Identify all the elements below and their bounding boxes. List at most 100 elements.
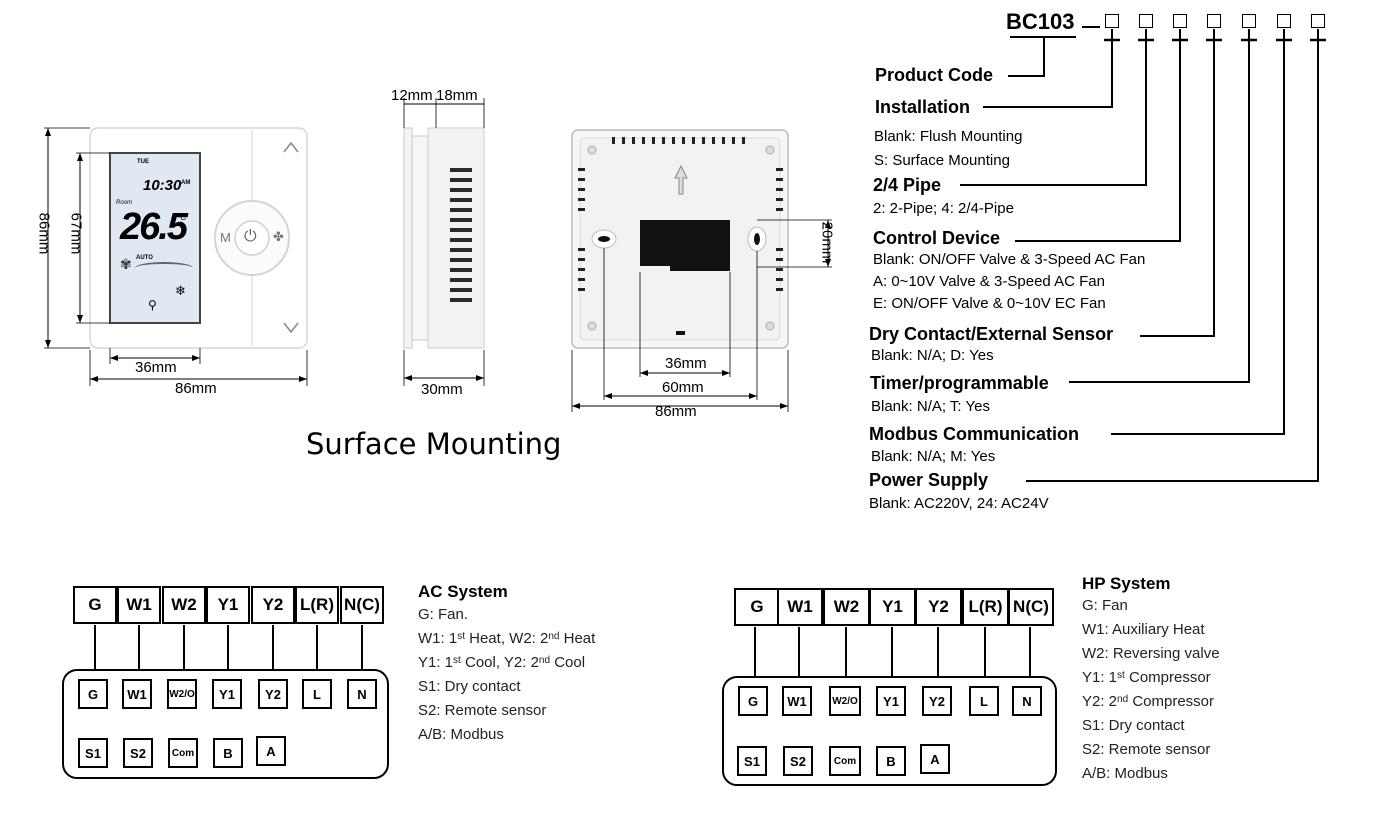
ac-terminal-w2o: W2/O (167, 679, 197, 709)
hp-terminal-a: A (920, 744, 950, 774)
dim-front-height: 86mm (35, 212, 53, 255)
dim-back-width: 86mm (655, 403, 697, 420)
code-box-7 (1311, 14, 1325, 28)
fan-icon: ✾ (120, 256, 132, 272)
dim-back-hole-spacing: 60mm (662, 379, 704, 396)
lcd-temperature: 26.5 (120, 206, 188, 248)
hp-top-terminal-w1: W1 (777, 588, 823, 626)
hp-legend-line: Y2: 2nd Compressor (1082, 693, 1215, 710)
ac-top-terminal-l: L(R) (295, 586, 339, 624)
dim-front-width: 86mm (175, 380, 217, 397)
lcd-unit: °C (177, 213, 186, 222)
hp-system-title: HP System (1082, 574, 1171, 593)
section-product-code: Product Code (875, 65, 994, 85)
ac-terminal-g: G (78, 679, 108, 709)
dim-side-b: 18mm (436, 87, 478, 104)
code-box-1 (1105, 14, 1119, 28)
ac-top-terminal-y2: Y2 (251, 586, 295, 624)
section-power-supply: Power Supply (869, 470, 989, 490)
hp-top-terminal-l: L(R) (962, 588, 1009, 626)
installation-line-2: S: Surface Mounting (874, 152, 1010, 169)
ac-system-title: AC System (418, 582, 508, 601)
hp-top-terminal-y2: Y2 (915, 588, 962, 626)
ac-top-terminal-w1: W1 (117, 586, 161, 624)
control-line-3: E: ON/OFF Valve & 0~10V EC Fan (873, 295, 1106, 312)
valve-icon: ⚲ (148, 298, 157, 312)
hp-terminal-y1: Y1 (876, 686, 906, 716)
ac-system-legend: G: Fan. W1: 1st Heat, W2: 2nd Heat Y1: 1… (418, 603, 595, 747)
code-box-2 (1139, 14, 1153, 28)
control-line-1: Blank: ON/OFF Valve & 3-Speed AC Fan (873, 251, 1146, 268)
ac-terminal-y1: Y1 (212, 679, 242, 709)
timer-line-1: Blank: N/A; T: Yes (871, 398, 990, 415)
lcd-room-label: Room (116, 200, 133, 206)
ac-legend-line: A/B: Modbus (418, 726, 504, 743)
hp-terminal-n: N (1012, 686, 1042, 716)
ac-terminal-s2: S2 (123, 738, 153, 768)
section-dry-contact: Dry Contact/External Sensor (869, 324, 1114, 344)
hp-terminal-com: Com (829, 746, 861, 776)
ac-terminal-a: A (256, 736, 286, 766)
dim-side-total: 30mm (421, 381, 463, 398)
hp-legend-line: G: Fan (1082, 597, 1128, 614)
lcd-mode: AUTO (136, 255, 153, 261)
hp-legend-line: W1: Auxiliary Heat (1082, 621, 1205, 638)
section-pipe: 2/4 Pipe (873, 175, 942, 195)
ac-top-terminal-g: G (73, 586, 117, 624)
lcd-day: TUE (137, 159, 149, 165)
modbus-line-1: Blank: N/A; M: Yes (871, 448, 996, 465)
hp-legend-line: S2: Remote sensor (1082, 741, 1211, 758)
caption-title: Surface Mounting (306, 427, 562, 461)
hp-terminal-w2o: W2/O (829, 686, 861, 716)
ac-top-terminal-n: N(C) (340, 586, 384, 624)
hp-terminal-w1: W1 (782, 686, 812, 716)
snowflake-icon: ❄ (175, 283, 186, 298)
section-installation: Installation (875, 97, 971, 117)
hp-legend-line: S1: Dry contact (1082, 717, 1185, 734)
dry-contact-line-1: Blank: N/A; D: Yes (871, 347, 994, 364)
hp-top-terminal-g: G (734, 588, 780, 626)
ac-legend-line: W1: 1st Heat, W2: 2nd Heat (418, 630, 596, 647)
dim-back-hole-height: 20mm (818, 221, 836, 264)
ac-legend-line: S2: Remote sensor (418, 702, 547, 719)
dim-back-inner-width: 36mm (665, 355, 707, 372)
pipe-line-1: 2: 2-Pipe; 4: 2/4-Pipe (873, 200, 1014, 217)
power-line-1: Blank: AC220V, 24: AC24V (869, 495, 1049, 512)
ac-legend-line: S1: Dry contact (418, 678, 521, 695)
mode-button[interactable]: M (220, 230, 231, 245)
ac-terminal-s1: S1 (78, 738, 108, 768)
section-timer: Timer/programmable (870, 373, 1049, 393)
code-box-5 (1242, 14, 1256, 28)
hp-terminal-b: B (876, 746, 906, 776)
power-icon[interactable]: ⏻ (244, 228, 257, 245)
dim-side-a: 12mm (391, 87, 433, 104)
code-box-4 (1207, 14, 1221, 28)
section-modbus: Modbus Communication (869, 424, 1079, 444)
hp-top-terminal-y1: Y1 (869, 588, 916, 626)
section-control-device: Control Device (873, 228, 1001, 248)
hp-terminal-g: G (738, 686, 768, 716)
lcd-ampm: AM (181, 180, 191, 186)
ac-terminal-b: B (213, 738, 243, 768)
code-box-3 (1173, 14, 1187, 28)
hp-top-terminal-w2: W2 (823, 588, 870, 626)
model-code: BC103 (1006, 9, 1075, 34)
control-line-2: A: 0~10V Valve & 3-Speed AC Fan (873, 273, 1105, 290)
ac-terminal-com: Com (168, 738, 198, 768)
ac-top-terminal-w2: W2 (162, 586, 206, 624)
ac-legend-line: G: Fan. (418, 606, 469, 623)
ac-legend-line: Y1: 1st Cool, Y2: 2nd Cool (418, 654, 586, 671)
ac-terminal-l: L (302, 679, 332, 709)
hp-terminal-s2: S2 (783, 746, 813, 776)
installation-line-1: Blank: Flush Mounting (874, 128, 1023, 145)
ac-terminal-y2: Y2 (258, 679, 288, 709)
ac-terminal-w1: W1 (122, 679, 152, 709)
fan-button-icon[interactable]: ✤ (273, 229, 284, 244)
hp-terminal-s1: S1 (737, 746, 767, 776)
code-box-6 (1277, 14, 1291, 28)
dim-screen-width: 36mm (135, 359, 177, 376)
ac-top-terminal-y1: Y1 (206, 586, 250, 624)
hp-legend-line: W2: Reversing valve (1082, 645, 1220, 662)
hp-terminal-l: L (969, 686, 999, 716)
